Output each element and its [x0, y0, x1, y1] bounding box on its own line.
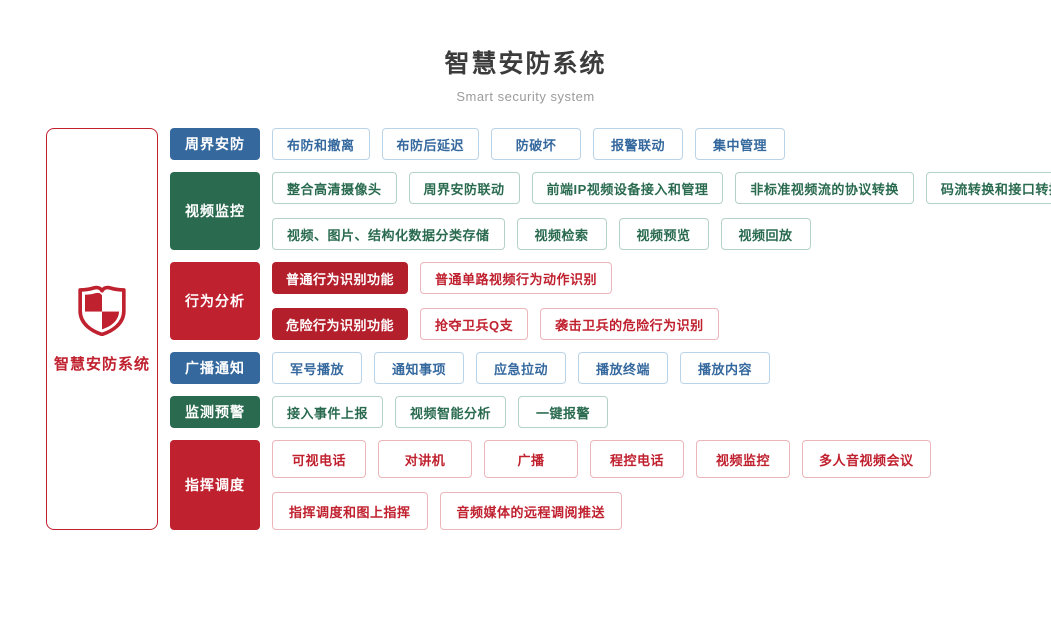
category-label: 监测预警	[170, 396, 260, 428]
page-title: 智慧安防系统	[444, 50, 607, 78]
root-node: 智慧安防系统	[46, 128, 158, 530]
feature-chip: 视频监控	[696, 440, 790, 478]
feature-chip: 袭击卫兵的危险行为识别	[540, 308, 719, 340]
feature-chip: 播放内容	[680, 352, 770, 384]
feature-chip: 一键报警	[518, 396, 609, 428]
feature-row: 行为分析普通行为识别功能普通单路视频行为动作识别危险行为识别功能抢夺卫兵Q支袭击…	[170, 262, 1051, 340]
feature-chip: 通知事项	[374, 352, 464, 384]
page-header: 智慧安防系统 Smart security system	[0, 44, 1051, 104]
feature-row: 指挥调度可视电话对讲机广播程控电话视频监控多人音视频会议指挥调度和图上指挥音频媒…	[170, 440, 1051, 530]
feature-row: 视频监控整合高清摄像头周界安防联动前端IP视频设备接入和管理非标准视频流的协议转…	[170, 172, 1051, 250]
feature-chip: 音频媒体的远程调阅推送	[439, 492, 623, 530]
feature-chip: 视频预览	[618, 218, 709, 250]
feature-chip: 对讲机	[378, 440, 472, 478]
feature-chip: 布防和撤离	[272, 128, 370, 160]
feature-chip: 普通单路视频行为动作识别	[420, 262, 613, 294]
feature-chip: 整合高清摄像头	[272, 172, 397, 204]
feature-chip: 危险行为识别功能	[272, 308, 409, 340]
chip-lines: 普通行为识别功能普通单路视频行为动作识别危险行为识别功能抢夺卫兵Q支袭击卫兵的危…	[272, 262, 719, 340]
root-label: 智慧安防系统	[53, 356, 150, 373]
feature-chip: 接入事件上报	[272, 396, 384, 428]
chip-line: 视频、图片、结构化数据分类存储视频检索视频预览视频回放	[272, 218, 1051, 250]
feature-chip: 普通行为识别功能	[272, 262, 409, 294]
chip-lines: 军号播放通知事项应急拉动播放终端播放内容	[272, 352, 770, 384]
feature-row: 广播通知军号播放通知事项应急拉动播放终端播放内容	[170, 352, 1051, 384]
feature-chip: 周界安防联动	[408, 172, 520, 204]
category-label: 广播通知	[170, 352, 260, 384]
feature-chip: 军号播放	[272, 352, 362, 384]
chip-line: 整合高清摄像头周界安防联动前端IP视频设备接入和管理非标准视频流的协议转换码流转…	[272, 172, 1051, 204]
chip-line: 危险行为识别功能抢夺卫兵Q支袭击卫兵的危险行为识别	[272, 308, 719, 340]
feature-chip: 视频智能分析	[395, 396, 507, 428]
chip-line: 接入事件上报视频智能分析一键报警	[272, 396, 609, 428]
feature-chip: 多人音视频会议	[802, 440, 931, 478]
feature-rows: 周界安防布防和撤离布防后延迟防破坏报警联动集中管理视频监控整合高清摄像头周界安防…	[170, 128, 1051, 530]
feature-chip: 播放终端	[578, 352, 668, 384]
category-label: 周界安防	[170, 128, 260, 160]
feature-chip: 程控电话	[590, 440, 684, 478]
feature-chip: 可视电话	[272, 440, 366, 478]
feature-chip: 抢夺卫兵Q支	[420, 308, 529, 340]
chip-line: 军号播放通知事项应急拉动播放终端播放内容	[272, 352, 770, 384]
feature-chip: 报警联动	[593, 128, 684, 160]
chip-line: 指挥调度和图上指挥音频媒体的远程调阅推送	[272, 492, 931, 530]
feature-row: 周界安防布防和撤离布防后延迟防破坏报警联动集中管理	[170, 128, 1051, 160]
feature-chip: 集中管理	[695, 128, 786, 160]
feature-chip: 视频回放	[720, 218, 811, 250]
category-label: 指挥调度	[170, 440, 260, 530]
chip-lines: 可视电话对讲机广播程控电话视频监控多人音视频会议指挥调度和图上指挥音频媒体的远程…	[272, 440, 931, 530]
diagram: 智慧安防系统 周界安防布防和撤离布防后延迟防破坏报警联动集中管理视频监控整合高清…	[46, 128, 1051, 530]
feature-chip: 码流转换和接口转换	[925, 172, 1051, 204]
feature-chip: 广播	[484, 440, 578, 478]
feature-chip: 应急拉动	[476, 352, 566, 384]
feature-chip: 指挥调度和图上指挥	[272, 492, 428, 530]
category-label: 行为分析	[170, 262, 260, 340]
feature-row: 监测预警接入事件上报视频智能分析一键报警	[170, 396, 1051, 428]
feature-chip: 防破坏	[491, 128, 582, 160]
feature-chip: 非标准视频流的协议转换	[735, 172, 914, 204]
feature-chip: 前端IP视频设备接入和管理	[531, 172, 724, 204]
page-subtitle: Smart security system	[456, 89, 595, 104]
feature-chip: 视频检索	[516, 218, 607, 250]
chip-line: 可视电话对讲机广播程控电话视频监控多人音视频会议	[272, 440, 931, 478]
feature-chip: 视频、图片、结构化数据分类存储	[272, 218, 505, 250]
feature-chip: 布防后延迟	[381, 128, 480, 160]
chip-lines: 布防和撤离布防后延迟防破坏报警联动集中管理	[272, 128, 786, 160]
chip-line: 普通行为识别功能普通单路视频行为动作识别	[272, 262, 719, 294]
chip-lines: 接入事件上报视频智能分析一键报警	[272, 396, 609, 428]
shield-icon	[75, 284, 129, 341]
chip-line: 布防和撤离布防后延迟防破坏报警联动集中管理	[272, 128, 786, 160]
category-label: 视频监控	[170, 172, 260, 250]
chip-lines: 整合高清摄像头周界安防联动前端IP视频设备接入和管理非标准视频流的协议转换码流转…	[272, 172, 1051, 250]
